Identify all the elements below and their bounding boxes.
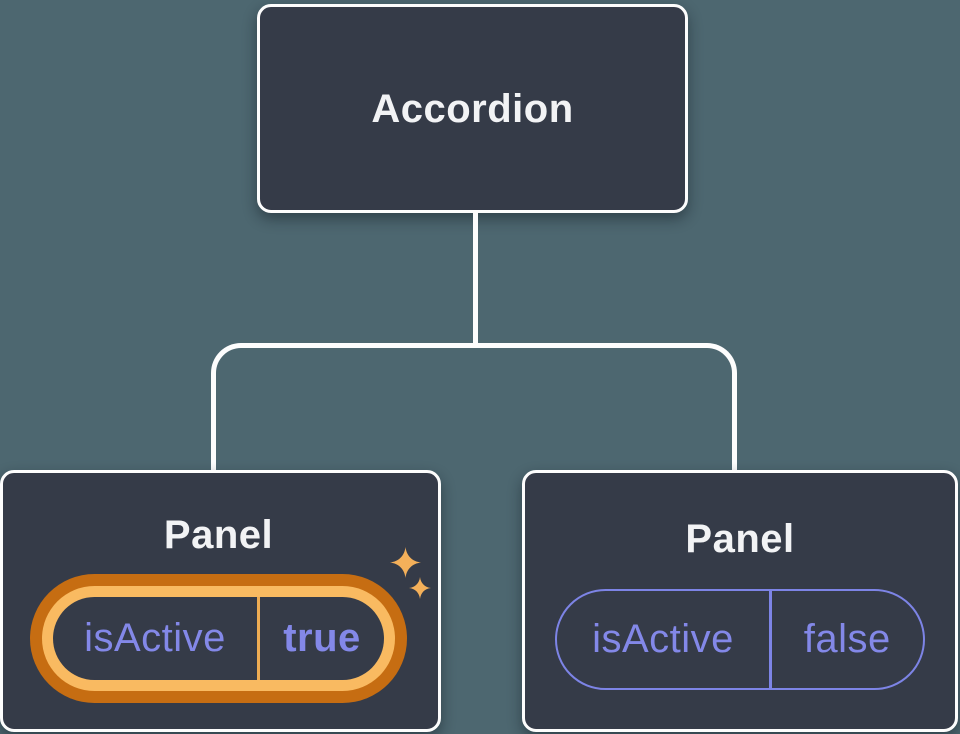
sparkle-icon [409, 577, 431, 599]
sparkle-icon [390, 547, 421, 578]
state-key-label: isActive [84, 616, 226, 660]
pill-divider [769, 591, 772, 688]
accordion-label: Accordion [371, 86, 574, 131]
panel-inactive-label: Panel [685, 517, 795, 561]
state-value-label: false [803, 617, 891, 661]
state-pill-glow-ring: isActive true [42, 586, 395, 691]
connector-branch-fork [211, 343, 737, 470]
pill-divider [257, 597, 260, 680]
state-pill-active: isActive true [30, 574, 407, 703]
state-key-label: isActive [592, 617, 734, 661]
panel-active-label: Panel [163, 513, 274, 557]
state-pill-inactive: isActive false [555, 589, 925, 690]
state-pill-body: isActive true [53, 597, 384, 680]
state-value-label: true [283, 616, 361, 660]
node-accordion: Accordion [257, 4, 688, 213]
connector-trunk [473, 211, 478, 346]
